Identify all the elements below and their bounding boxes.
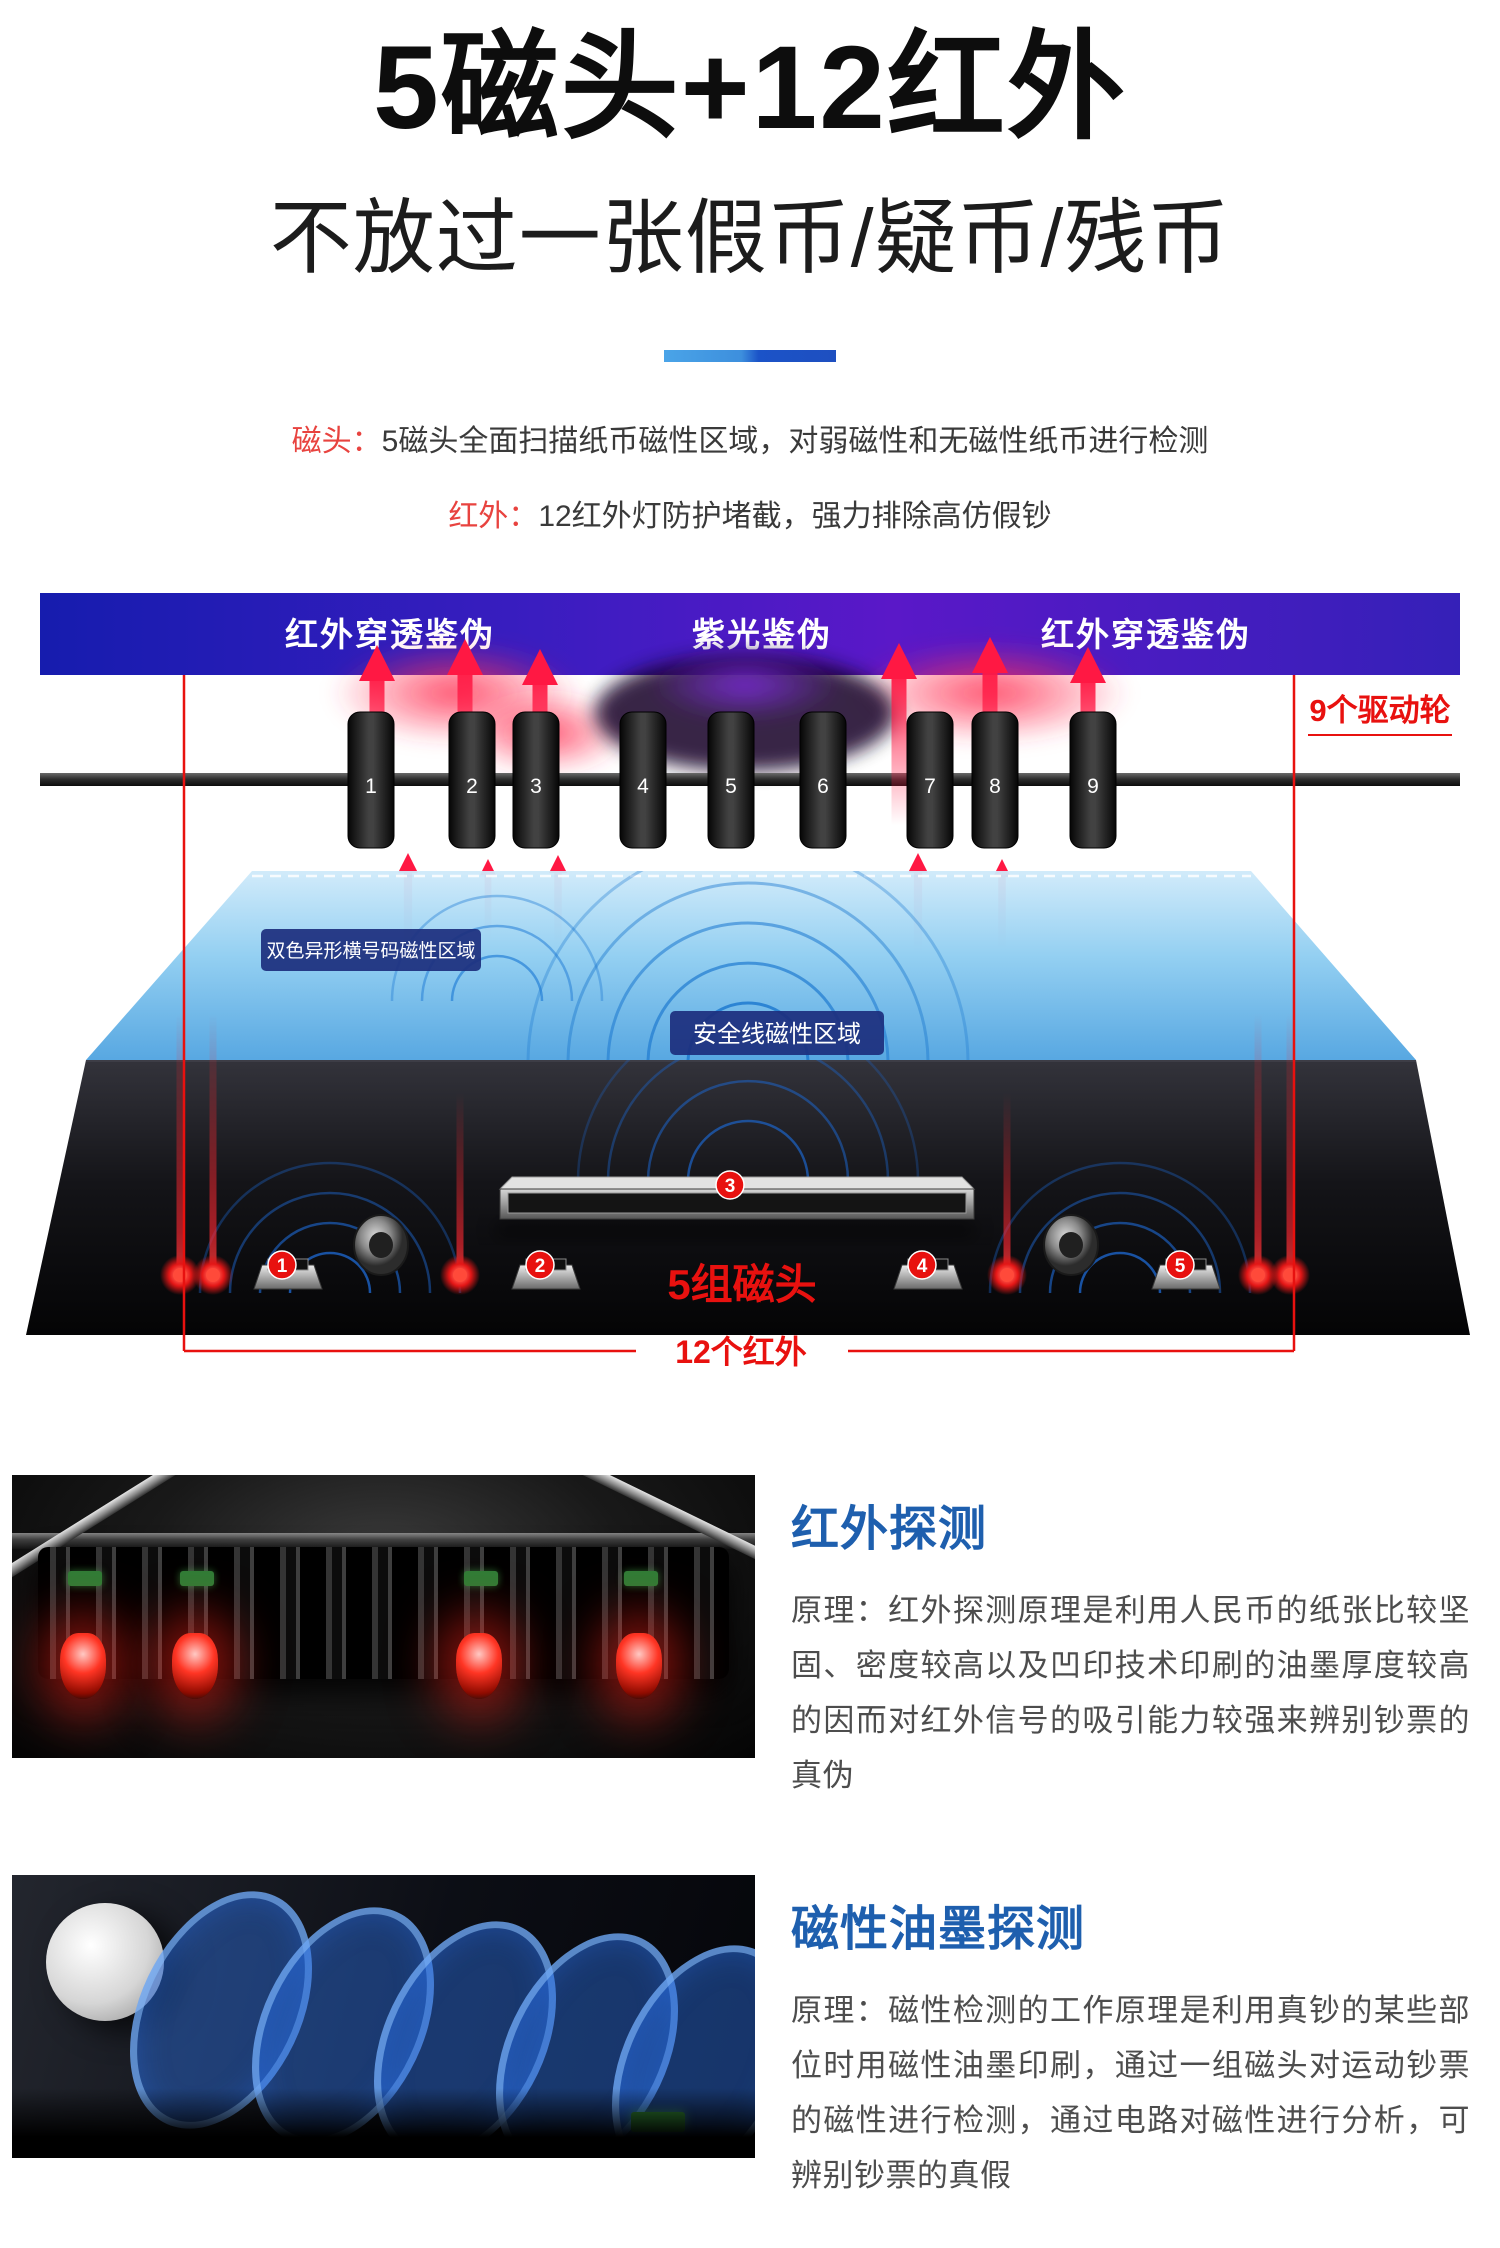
section-infrared-body: 原理：红外探测原理是利用人民币的纸张比较坚固、密度较高以及凹印技术印刷的油墨厚度… bbox=[791, 1593, 1470, 1794]
drive-wheel-5: 5 bbox=[707, 711, 755, 849]
svg-text:9: 9 bbox=[1087, 775, 1099, 798]
drive-wheels-label: 9个驱动轮 bbox=[1309, 693, 1450, 728]
circuit-board bbox=[464, 1571, 498, 1587]
svg-text:3: 3 bbox=[530, 775, 542, 798]
svg-text:5: 5 bbox=[1175, 1256, 1186, 1277]
white-roller bbox=[46, 1903, 164, 2022]
red-led-glow bbox=[60, 1633, 106, 1700]
svg-text:安全线磁性区域: 安全线磁性区域 bbox=[693, 1021, 861, 1048]
banknote-layer bbox=[86, 871, 1416, 1061]
drive-wheel-8: 8 bbox=[971, 711, 1019, 849]
svg-text:7: 7 bbox=[924, 775, 936, 798]
red-led-glow bbox=[172, 1633, 218, 1700]
magnetic-photo bbox=[12, 1875, 755, 2159]
feature-text-magnetic: 5磁头全面扫描纸币磁性区域，对弱磁性和无磁性纸币进行检测 bbox=[381, 425, 1209, 459]
head-number-badges: 1 2 3 4 5 bbox=[267, 1170, 1195, 1281]
infrared-bracket bbox=[182, 675, 1296, 1353]
infrared-beams bbox=[176, 1013, 1294, 1272]
section-magnetic-body: 原理：磁性检测的工作原理是利用真钞的某些部位时用磁性油墨印刷，通过一组磁头对运动… bbox=[791, 1993, 1470, 2194]
svg-text:3: 3 bbox=[725, 1176, 736, 1197]
circuit-board bbox=[68, 1571, 102, 1587]
section-magnetic: 磁性油墨探测 原理：磁性检测的工作原理是利用真钞的某些部位时用磁性油墨印刷，通过… bbox=[0, 1875, 1500, 2203]
metal-rollers bbox=[353, 1214, 1099, 1277]
drive-wheel-6: 6 bbox=[799, 711, 847, 849]
svg-text:8: 8 bbox=[989, 775, 1001, 798]
infrared-leds bbox=[160, 1255, 1310, 1296]
feature-line-magnetic: 磁头：5磁头全面扫描纸币磁性区域，对弱磁性和无磁性纸币进行检测 bbox=[0, 420, 1500, 464]
infrared-photo bbox=[12, 1475, 755, 1759]
section-magnetic-text: 磁性油墨探测 原理：磁性检测的工作原理是利用真钞的某些部位时用磁性油墨印刷，通过… bbox=[791, 1875, 1490, 2203]
section-infrared: 红外探测 原理：红外探测原理是利用人民币的纸张比较坚固、密度较高以及凹印技术印刷… bbox=[0, 1475, 1500, 1803]
drive-wheel-9: 9 bbox=[1069, 711, 1117, 849]
svg-text:双色异形横号码磁性区域: 双色异形横号码磁性区域 bbox=[266, 940, 475, 962]
svg-text:1: 1 bbox=[365, 775, 377, 798]
heads-label: 5组磁头 bbox=[667, 1261, 816, 1308]
svg-text:2: 2 bbox=[466, 775, 478, 798]
page-subtitle: 不放过一张假币/疑币/残币 bbox=[269, 193, 1231, 285]
photo-disc-row bbox=[38, 1547, 729, 1680]
zone-label-security-line: 安全线磁性区域 bbox=[670, 1011, 884, 1056]
section-infrared-text: 红外探测 原理：红外探测原理是利用人民币的纸张比较坚固、密度较高以及凹印技术印刷… bbox=[791, 1475, 1490, 1803]
drive-wheel-3: 3 bbox=[512, 711, 560, 849]
svg-text:4: 4 bbox=[917, 1256, 928, 1277]
svg-text:6: 6 bbox=[817, 775, 829, 798]
red-led-glow bbox=[616, 1633, 662, 1700]
drive-wheel-1: 1 bbox=[347, 711, 395, 849]
feature-text-infrared: 12红外灯防护堵截，强力排除高仿假钞 bbox=[538, 500, 1052, 534]
zone-label-serial: 双色异形横号码磁性区域 bbox=[261, 929, 481, 972]
section-infrared-heading: 红外探测 bbox=[791, 1503, 988, 1557]
svg-text:4: 4 bbox=[637, 775, 649, 798]
header: 5磁头+12红外 不放过一张假币/疑币/残币 磁头：5磁头全面扫描纸币磁性区域，… bbox=[0, 0, 1500, 539]
section-magnetic-heading: 磁性油墨探测 bbox=[791, 1903, 1086, 1957]
feature-tag-magnetic: 磁头： bbox=[291, 425, 382, 459]
feature-line-infrared: 红外：12红外灯防护堵截，强力排除高仿假钞 bbox=[0, 495, 1500, 539]
photo-shaft bbox=[12, 1533, 755, 1550]
detection-diagram: 红外穿透鉴伪 紫光鉴伪 红外穿透鉴伪 bbox=[0, 593, 1500, 1413]
drive-wheel-7: 7 bbox=[906, 711, 954, 849]
drive-wheels: 1 2 3 4 5 bbox=[347, 711, 1117, 849]
band-label-infrared-right: 红外穿透鉴伪 bbox=[1041, 616, 1251, 653]
infrared-count-label: 12个红外 bbox=[675, 1334, 807, 1370]
photo-base-shadow bbox=[12, 2088, 755, 2159]
circuit-board bbox=[624, 1571, 658, 1587]
band-label-uv: 紫光鉴伪 bbox=[692, 616, 832, 653]
circuit-board bbox=[180, 1571, 214, 1587]
title-divider bbox=[664, 350, 836, 363]
detection-diagram-svg: 红外穿透鉴伪 紫光鉴伪 红外穿透鉴伪 bbox=[26, 593, 1470, 1370]
svg-text:2: 2 bbox=[535, 1256, 546, 1277]
feature-tag-infrared: 红外： bbox=[448, 500, 539, 534]
svg-text:1: 1 bbox=[277, 1256, 288, 1277]
drive-wheel-4: 4 bbox=[619, 711, 667, 849]
red-led-glow bbox=[456, 1633, 502, 1700]
svg-text:5: 5 bbox=[725, 775, 737, 798]
drive-wheel-2: 2 bbox=[448, 711, 496, 849]
page-title: 5磁头+12红外 bbox=[373, 22, 1127, 154]
